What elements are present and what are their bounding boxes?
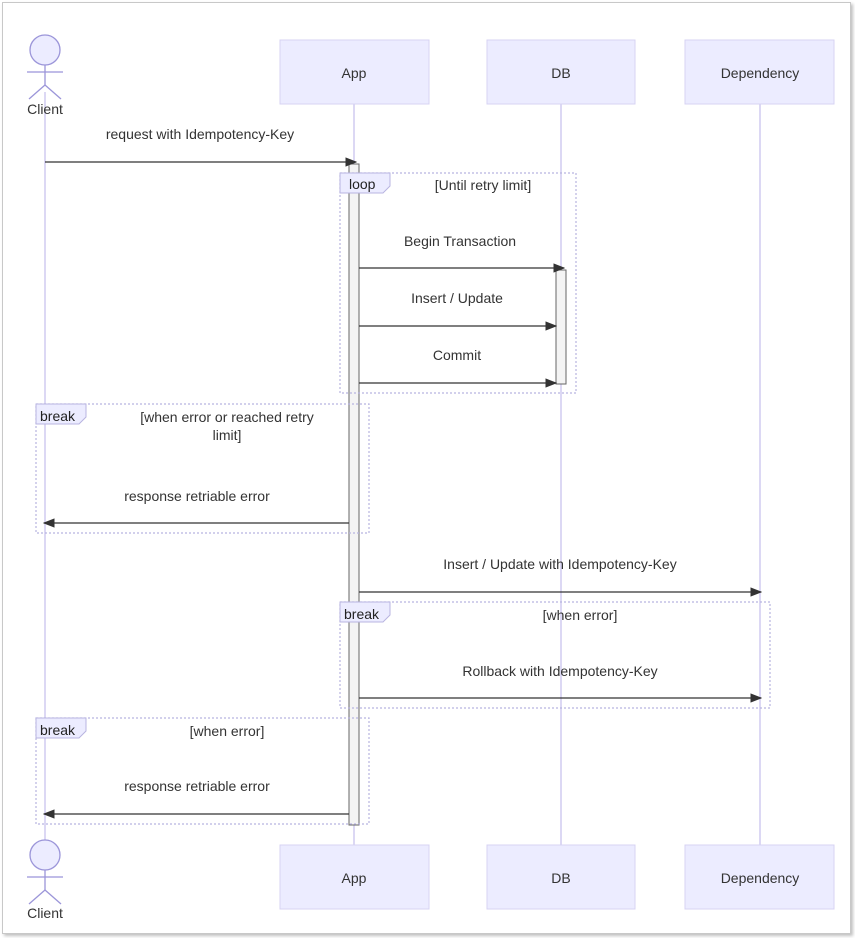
participant-dependency-label: Dependency <box>721 65 800 81</box>
participant-app-bottom: App <box>279 844 430 910</box>
break-frame-3-condition: [when error] <box>190 723 265 739</box>
message-response-retriable-2-label: response retriable error <box>124 778 270 794</box>
message-request-label: request with Idempotency-Key <box>106 126 294 142</box>
message-rollback: Rollback with Idempotency-Key <box>359 663 763 703</box>
participant-db-bottom: DB <box>486 844 636 910</box>
loop-frame-type: loop <box>349 176 376 192</box>
participant-db-top: DB <box>486 39 636 105</box>
message-insert-update-dependency-label: Insert / Update with Idempotency-Key <box>443 556 676 572</box>
loop-frame-condition: [Until retry limit] <box>435 177 531 193</box>
participant-dependency-label: Dependency <box>721 870 800 886</box>
loop-frame: loop [Until retry limit] <box>339 172 577 394</box>
participant-db-label: DB <box>551 65 570 81</box>
participant-dependency-top: Dependency <box>684 39 835 105</box>
break-frame-1-type: break <box>40 408 76 424</box>
message-insert-update-dependency: Insert / Update with Idempotency-Key <box>359 556 763 597</box>
break-frame-1-condition-line2: limit] <box>213 427 242 443</box>
actor-client-label: Client <box>27 101 63 117</box>
break-frame-3-type: break <box>40 722 76 738</box>
message-begin-transaction-label: Begin Transaction <box>404 233 516 249</box>
break-frame-2-condition: [when error] <box>543 607 618 623</box>
participant-dependency-bottom: Dependency <box>684 844 835 910</box>
activation-app <box>348 163 360 826</box>
break-frame-2-type: break <box>344 606 380 622</box>
participant-db-label: DB <box>551 870 570 886</box>
message-response-retriable-1-label: response retriable error <box>124 488 270 504</box>
actor-client-bottom: Client <box>27 839 63 921</box>
actor-client-top: Client <box>27 34 63 117</box>
message-request: request with Idempotency-Key <box>45 126 358 167</box>
actor-client-label: Client <box>27 905 63 921</box>
break-frame-2: break [when error] <box>339 601 771 709</box>
message-insert-update-label: Insert / Update <box>411 290 503 306</box>
participant-app-top: App <box>279 39 430 105</box>
message-commit: Commit <box>359 347 558 388</box>
message-insert-update: Insert / Update <box>359 290 558 331</box>
participant-app-label: App <box>342 870 367 886</box>
break-frame-3: break [when error] <box>35 717 370 825</box>
activation-db <box>555 269 567 385</box>
participant-app-label: App <box>342 65 367 81</box>
break-frame-1-condition-line1: [when error or reached retry <box>140 409 314 425</box>
message-response-retriable-2: response retriable error <box>42 778 349 819</box>
message-response-retriable-1: response retriable error <box>42 488 349 528</box>
message-rollback-label: Rollback with Idempotency-Key <box>462 663 657 679</box>
break-frame-1: break [when error or reached retry limit… <box>35 403 370 534</box>
message-commit-label: Commit <box>433 347 481 363</box>
message-begin-transaction: Begin Transaction <box>359 233 566 273</box>
